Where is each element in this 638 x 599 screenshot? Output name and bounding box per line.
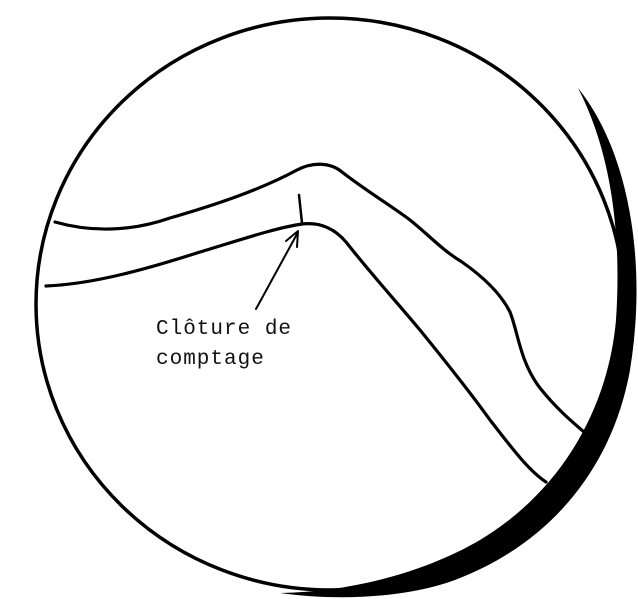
annotation-label-line-2: comptage (156, 346, 265, 374)
annotation-arrow-shaft (256, 234, 297, 309)
fiber-lower-edge (46, 224, 546, 482)
field-shadow-crescent (280, 88, 637, 597)
annotation-label-line-1: Clôture de (156, 316, 292, 344)
counting-boundary-mark (299, 195, 302, 223)
fiber-upper-edge (55, 164, 584, 432)
